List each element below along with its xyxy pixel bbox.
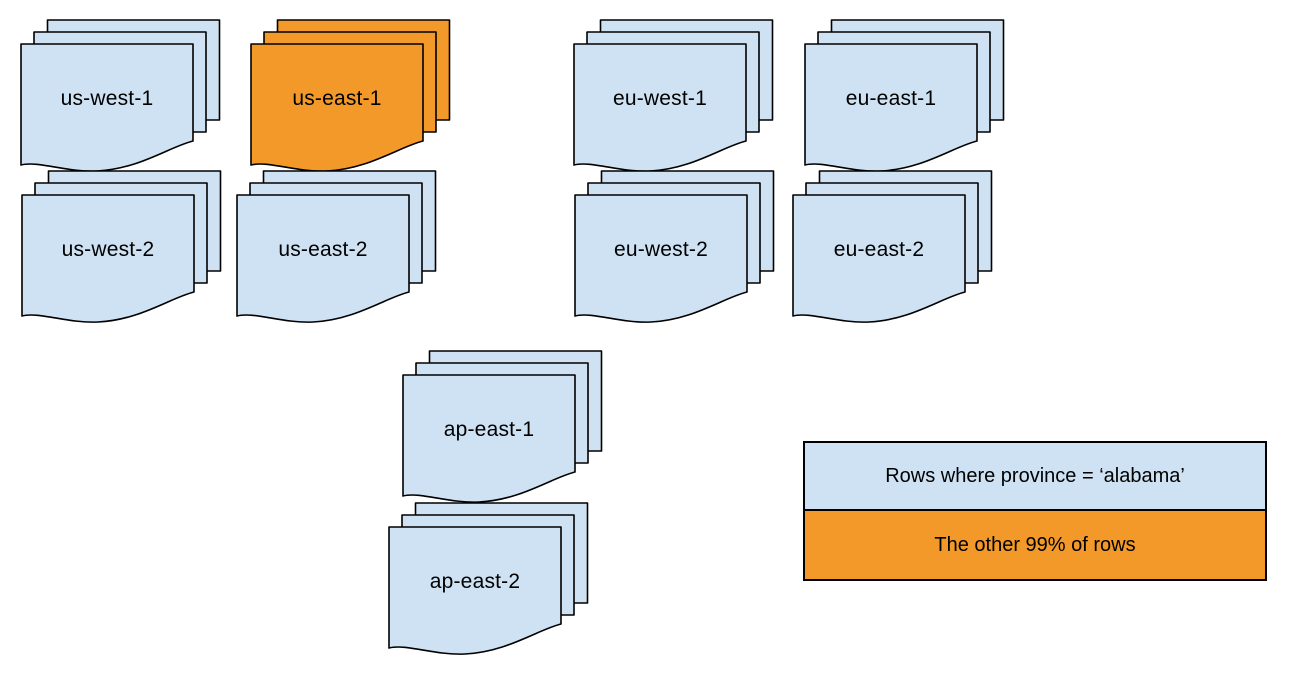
region-stack-eu-west-2: eu-west-2: [574, 170, 775, 325]
document-stack-icon: [250, 19, 451, 174]
document-stack-icon: [21, 170, 222, 325]
region-stack-us-east-1: us-east-1: [250, 19, 451, 174]
document-stack-icon: [804, 19, 1005, 174]
document-stack-icon: [792, 170, 993, 325]
region-stack-us-west-2: us-west-2: [21, 170, 222, 325]
legend-item-other-rows: The other 99% of rows: [805, 511, 1265, 579]
document-stack-icon: [388, 502, 589, 657]
document-stack-icon: [573, 19, 774, 174]
region-stack-eu-east-2: eu-east-2: [792, 170, 993, 325]
region-stack-us-west-1: us-west-1: [20, 19, 221, 174]
legend-label: The other 99% of rows: [934, 533, 1136, 556]
region-stack-ap-east-1: ap-east-1: [402, 350, 603, 505]
legend-label: Rows where province = ‘alabama’: [885, 464, 1185, 487]
region-stack-ap-east-2: ap-east-2: [388, 502, 589, 657]
legend-item-alabama-rows: Rows where province = ‘alabama’: [805, 443, 1265, 511]
document-stack-icon: [236, 170, 437, 325]
document-stack-icon: [574, 170, 775, 325]
region-stack-eu-west-1: eu-west-1: [573, 19, 774, 174]
document-stack-icon: [402, 350, 603, 505]
document-stack-icon: [20, 19, 221, 174]
region-stack-eu-east-1: eu-east-1: [804, 19, 1005, 174]
region-stack-us-east-2: us-east-2: [236, 170, 437, 325]
legend: Rows where province = ‘alabama’ The othe…: [803, 441, 1267, 581]
